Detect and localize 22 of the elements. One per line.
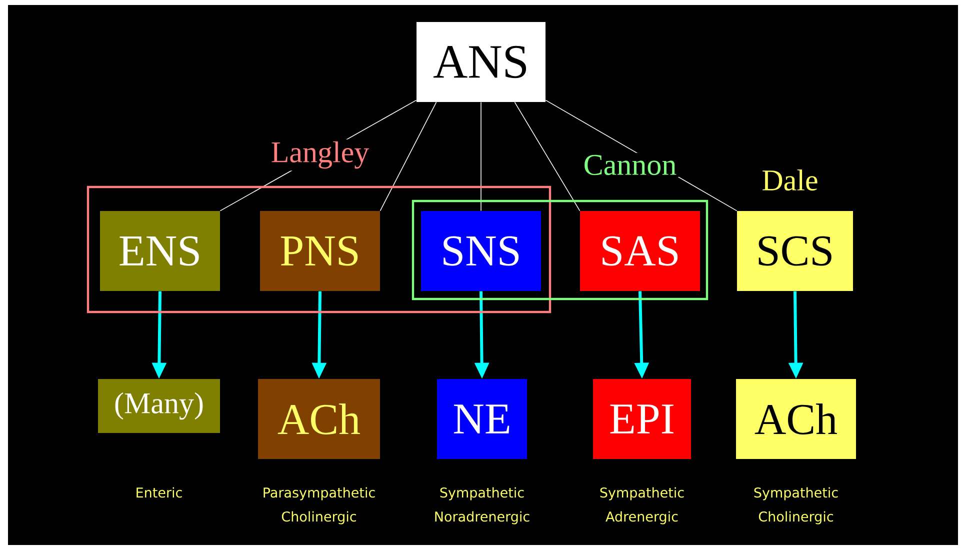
label-box: ENS <box>100 211 220 291</box>
connector-line <box>514 102 580 212</box>
label-box: PNS <box>260 211 380 291</box>
label-box: EPI <box>593 379 691 459</box>
connector-line <box>380 102 437 212</box>
heading: Dale <box>762 169 818 191</box>
label-box: ACh <box>736 379 856 459</box>
connector-line <box>480 102 482 212</box>
label-box: SNS <box>421 211 541 291</box>
label-box: SCS <box>737 211 853 291</box>
node-label: Sympathetic Noradrenergic <box>435 487 530 524</box>
node-label: Sympathetic Adrenergic <box>600 487 684 524</box>
label-box: ANS <box>416 22 546 102</box>
group-heading: Cannon <box>581 152 679 178</box>
label-box: NE <box>437 379 527 459</box>
label-box: ACh <box>258 379 380 459</box>
group-heading: Langley <box>268 139 372 171</box>
node-label: Sympathetic Cholinergic <box>754 487 838 524</box>
label-box: SAS <box>580 211 700 291</box>
node-label: Parasympathetic Cholinergic <box>264 487 375 524</box>
node-label: Enteric <box>136 487 182 498</box>
label-box: (Many) <box>98 379 220 433</box>
